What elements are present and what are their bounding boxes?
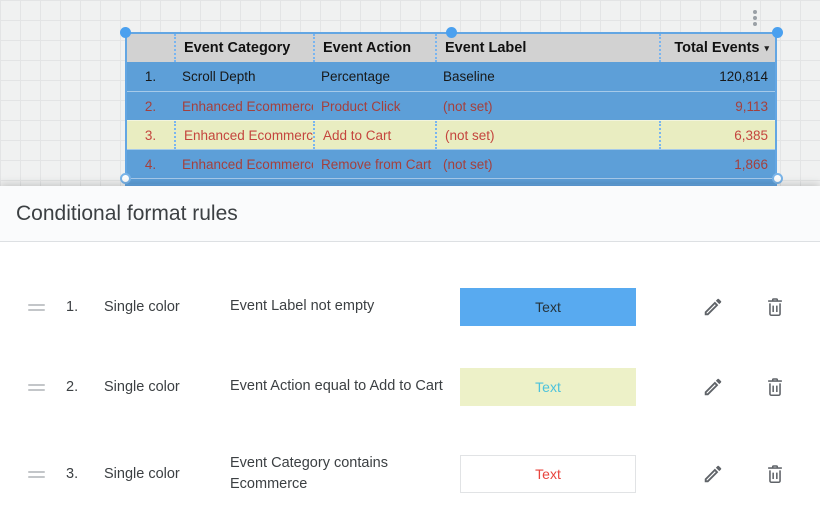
selection-handle[interactable] (445, 26, 457, 38)
rule-order: 1. (66, 299, 79, 315)
sort-caret-icon: ▾ (764, 42, 769, 53)
rule-type: Single color (104, 466, 180, 482)
rule-type: Single color (104, 299, 180, 315)
conditional-format-rules-panel: Conditional format rules 1. Single color… (0, 186, 820, 524)
trash-icon (768, 378, 782, 397)
rule-order: 3. (66, 466, 79, 482)
drag-handle-icon[interactable] (28, 303, 48, 311)
header-cell-event-category: Event Category (174, 34, 313, 62)
format-rule-row: 1. Single color Event Label not empty Te… (0, 286, 820, 328)
panel-header: Conditional format rules (0, 186, 820, 242)
format-rule-row: 3. Single color Event Category contains … (0, 446, 820, 502)
pencil-icon (704, 378, 722, 396)
header-cell-total-events[interactable]: Total Events ▾ (659, 34, 775, 62)
pencil-icon (704, 465, 722, 483)
drag-handle-icon[interactable] (28, 383, 48, 391)
panel-title: Conditional format rules (16, 201, 238, 225)
format-rule-row: 2. Single color Event Action equal to Ad… (0, 366, 820, 408)
rule-condition: Event Label not empty (230, 298, 375, 315)
header-cell-rownum (127, 34, 174, 62)
pencil-icon (704, 298, 722, 316)
rule-style-swatch[interactable]: Text (460, 368, 636, 406)
header-cell-event-action: Event Action (313, 34, 435, 62)
table-body: 1. Scroll Depth Percentage Baseline 120,… (127, 62, 775, 184)
rule-condition: Event Category contains Ecommerce (230, 454, 388, 492)
edit-rule-button[interactable] (700, 461, 726, 487)
kebab-menu-icon[interactable] (751, 8, 759, 28)
table-row: 1. Scroll Depth Percentage Baseline 120,… (127, 62, 775, 91)
selection-handle[interactable] (119, 172, 131, 184)
table-row: 2. Enhanced Ecommerce Product Click (not… (127, 91, 775, 120)
delete-rule-button[interactable] (762, 461, 788, 487)
selection-handle[interactable] (771, 26, 783, 38)
table-row: 5. Enhanced Ecommerce Quickview Click An… (127, 178, 775, 184)
header-label: Total Events (674, 40, 760, 56)
rules-list: 1. Single color Event Label not empty Te… (0, 242, 820, 502)
delete-rule-button[interactable] (762, 374, 788, 400)
delete-rule-button[interactable] (762, 294, 788, 320)
table-row-highlighted: 3. Enhanced Ecommerce Add to Cart (not s… (127, 120, 775, 149)
edit-rule-button[interactable] (700, 374, 726, 400)
table-row: 4. Enhanced Ecommerce Remove from Cart (… (127, 149, 775, 178)
rule-style-swatch[interactable]: Text (460, 455, 636, 493)
trash-icon (768, 298, 782, 317)
trash-icon (768, 465, 782, 484)
rule-order: 2. (66, 379, 79, 395)
rule-type: Single color (104, 379, 180, 395)
selection-handle[interactable] (119, 26, 131, 38)
events-table-chart[interactable]: Event Category Event Action Event Label … (125, 32, 777, 186)
edit-rule-button[interactable] (700, 294, 726, 320)
header-cell-event-label: Event Label (435, 34, 659, 62)
drag-handle-icon[interactable] (28, 470, 48, 478)
table-header-row: Event Category Event Action Event Label … (127, 34, 775, 62)
selection-handle[interactable] (771, 172, 783, 184)
rule-style-swatch[interactable]: Text (460, 288, 636, 326)
rule-condition: Event Action equal to Add to Cart (230, 378, 443, 395)
